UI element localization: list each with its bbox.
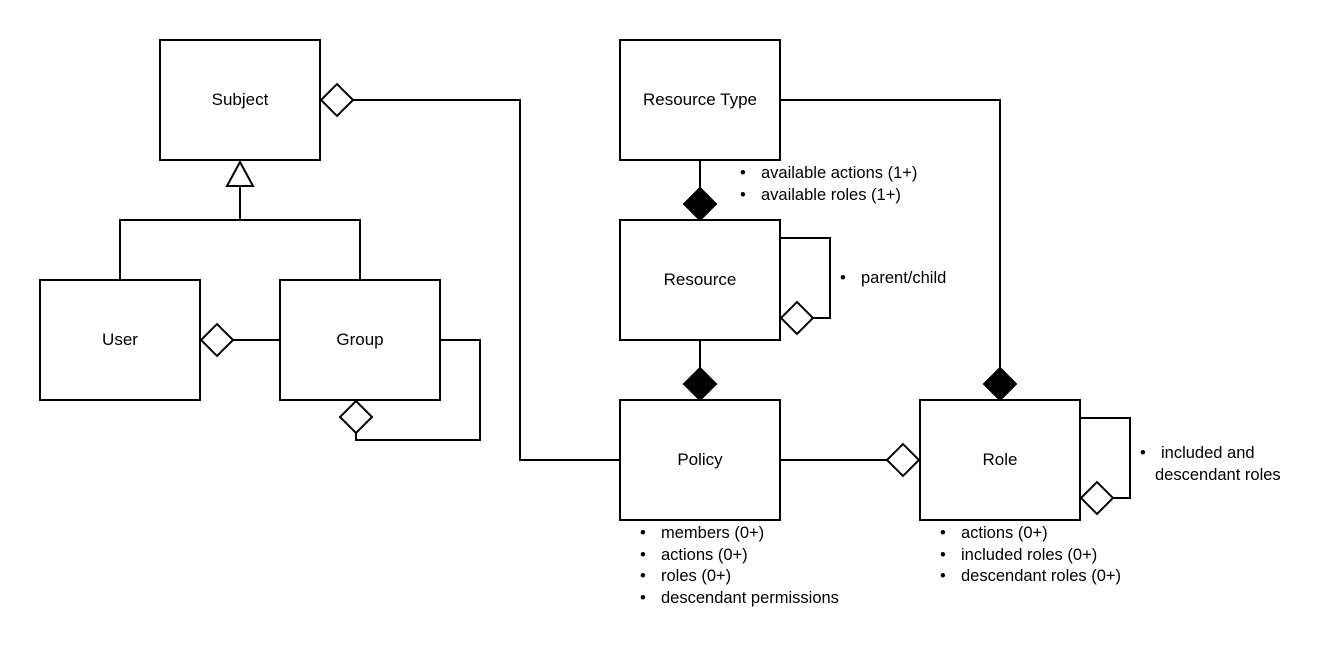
role-box: Role [919, 399, 1081, 521]
note-item: available roles (1+) [740, 185, 917, 207]
policy-box: Policy [619, 399, 781, 521]
policy-notes: members (0+) actions (0+) roles (0+) des… [640, 523, 839, 609]
note-item: available actions (1+) [740, 163, 917, 185]
note-line-continued: descendant roles [1155, 465, 1281, 484]
resource-notes: parent/child [840, 268, 946, 290]
subject-aggregation-diamond-icon [319, 82, 355, 118]
resourcetype-role-connector [780, 99, 1001, 368]
role-label: Role [982, 450, 1018, 469]
user-box: User [39, 279, 201, 401]
group-box: Group [279, 279, 441, 401]
note-item: parent/child [840, 268, 946, 290]
resource-self-loop [780, 237, 831, 319]
group-self-loop [355, 339, 481, 441]
user-label: User [102, 330, 138, 349]
resource-self-diamond-icon [779, 300, 815, 336]
note-item: actions (0+) [640, 545, 839, 567]
note-item: roles (0+) [640, 566, 839, 588]
role-self-loop [1080, 417, 1131, 499]
resource-type-notes: available actions (1+) available roles (… [740, 163, 917, 206]
subject-policy-connector [352, 99, 620, 461]
resource-box: Resource [619, 219, 781, 341]
note-item: descendant permissions [640, 588, 839, 610]
policy-composition-diamond-icon [682, 366, 718, 402]
resource-composition-diamond-icon [682, 186, 718, 222]
generalization-bar [119, 219, 361, 280]
note-item: included roles (0+) [940, 545, 1121, 567]
resource-type-label: Resource Type [642, 90, 758, 109]
note-item: members (0+) [640, 523, 839, 545]
policy-label: Policy [677, 450, 723, 469]
generalization-triangle-icon [225, 159, 255, 187]
user-aggregation-diamond-icon [199, 322, 235, 358]
role-notes: actions (0+) included roles (0+) descend… [940, 523, 1121, 588]
note-line: included and [1161, 444, 1255, 462]
note-item: actions (0+) [940, 523, 1121, 545]
note-item: included and descendant roles [1140, 443, 1281, 486]
resource-type-box: Resource Type [619, 39, 781, 161]
resource-label: Resource [663, 270, 737, 289]
role-aggregation-diamond-icon [885, 442, 921, 478]
group-label: Group [336, 330, 384, 349]
subject-label: Subject [211, 90, 269, 109]
note-item: descendant roles (0+) [940, 566, 1121, 588]
role-self-notes: included and descendant roles [1140, 443, 1281, 486]
role-self-diamond-icon [1079, 480, 1115, 516]
role-composition-diamond-icon [982, 366, 1018, 402]
subject-box: Subject [159, 39, 321, 161]
group-aggregation-diamond-icon [338, 399, 374, 435]
